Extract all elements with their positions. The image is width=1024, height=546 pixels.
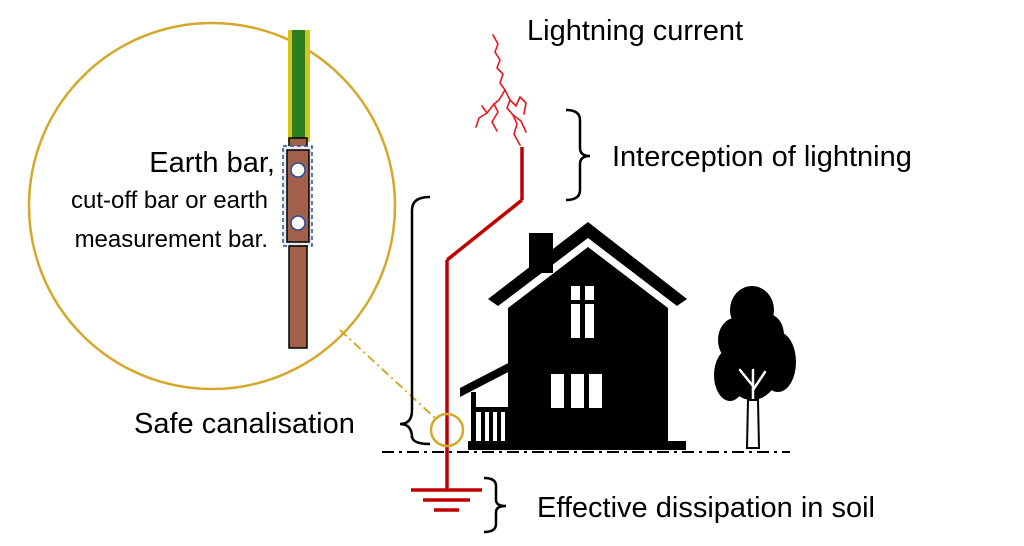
lightning-bolt-icon bbox=[475, 34, 527, 146]
canalisation-brace bbox=[399, 195, 431, 446]
earth-bar-icon bbox=[282, 137, 313, 349]
earth-cable bbox=[288, 30, 310, 142]
interception-label: Interception of lightning bbox=[612, 141, 912, 173]
zoom-leader-line bbox=[339, 329, 436, 419]
dissipation-brace bbox=[483, 476, 507, 534]
tree-icon bbox=[714, 286, 796, 449]
safe-canalisation-label: Safe canalisation bbox=[134, 408, 355, 440]
house-icon bbox=[460, 222, 687, 450]
interception-brace bbox=[565, 108, 591, 202]
ground-symbol-icon bbox=[411, 488, 482, 512]
earth-bar-label-line2: cut-off bar or earth bbox=[71, 187, 268, 214]
dissipation-label: Effective dissipation in soil bbox=[537, 492, 875, 524]
earth-bar-label-line1: Earth bar, bbox=[149, 147, 275, 179]
lightning-current-label: Lightning current bbox=[527, 15, 743, 47]
earth-bar-marker-circle bbox=[429, 412, 465, 448]
earth-bar-label-line3: measurement bar. bbox=[75, 226, 268, 253]
down-conductor bbox=[445, 147, 524, 490]
zoom-detail: Earth bar, cut-off bar or earth measurem… bbox=[27, 21, 436, 419]
